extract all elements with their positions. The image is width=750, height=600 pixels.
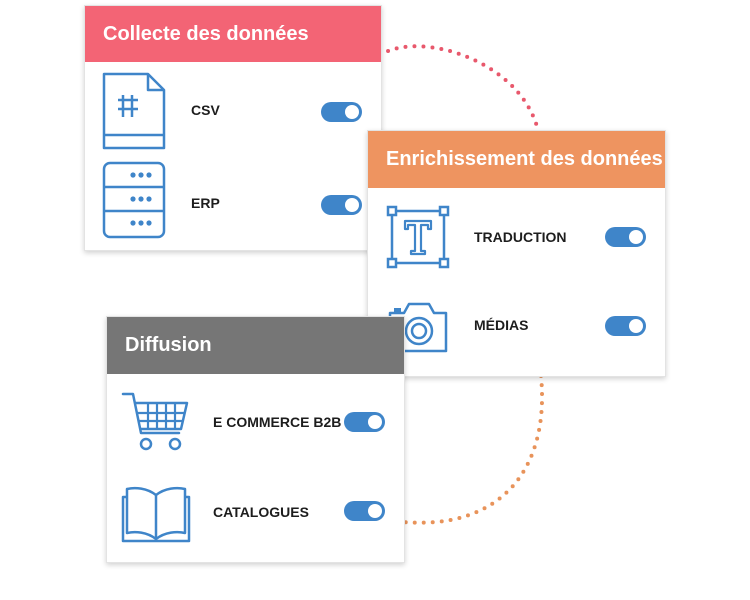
camera-icon [388, 302, 448, 353]
ecommerce-b2b-label: E COMMERCE B2B [213, 414, 342, 430]
toggle-knob [345, 198, 359, 212]
csv-toggle[interactable] [321, 102, 362, 122]
orange-connector-arc [401, 374, 544, 525]
ecommerce-b2b-toggle[interactable] [344, 412, 385, 432]
diffusion-row-catalogues: CATALOGUES [107, 477, 404, 557]
catalogues-label: CATALOGUES [213, 504, 309, 520]
toggle-knob [345, 105, 359, 119]
collecte-row-erp: ERP [85, 158, 381, 239]
catalogues-toggle[interactable] [344, 501, 385, 521]
pink-connector-arc [378, 44, 540, 132]
shopping-cart-icon [121, 392, 189, 451]
diffusion-row-ecommerce: E COMMERCE B2B [107, 387, 404, 467]
toggle-knob [368, 415, 382, 429]
text-frame-icon [386, 205, 450, 269]
collecte-header: Collecte des données [85, 6, 381, 62]
toggle-knob [629, 230, 643, 244]
diffusion-header: Diffusion [107, 317, 404, 374]
collecte-card: Collecte des données CSV ERP [84, 5, 382, 251]
collecte-row-csv: CSV [85, 68, 381, 150]
medias-toggle[interactable] [605, 316, 646, 336]
erp-toggle[interactable] [321, 195, 362, 215]
enrichissement-row-traduction: TRADUCTION [368, 203, 665, 283]
spreadsheet-file-icon [102, 72, 166, 150]
diffusion-card: Diffusion E COMMERCE B2B CATALOGUES [106, 316, 405, 563]
enrichissement-header: Enrichissement des données [368, 131, 665, 188]
toggle-knob [368, 504, 382, 518]
enrichissement-row-medias: MÉDIAS [368, 293, 665, 373]
toggle-knob [629, 319, 643, 333]
traduction-label: TRADUCTION [474, 229, 567, 245]
enrichissement-card: Enrichissement des données TRADUCTION MÉ… [367, 130, 666, 377]
erp-label: ERP [191, 195, 220, 211]
medias-label: MÉDIAS [474, 317, 529, 333]
open-book-icon [121, 486, 191, 543]
traduction-toggle[interactable] [605, 227, 646, 247]
csv-label: CSV [191, 102, 220, 118]
server-icon [102, 161, 166, 239]
